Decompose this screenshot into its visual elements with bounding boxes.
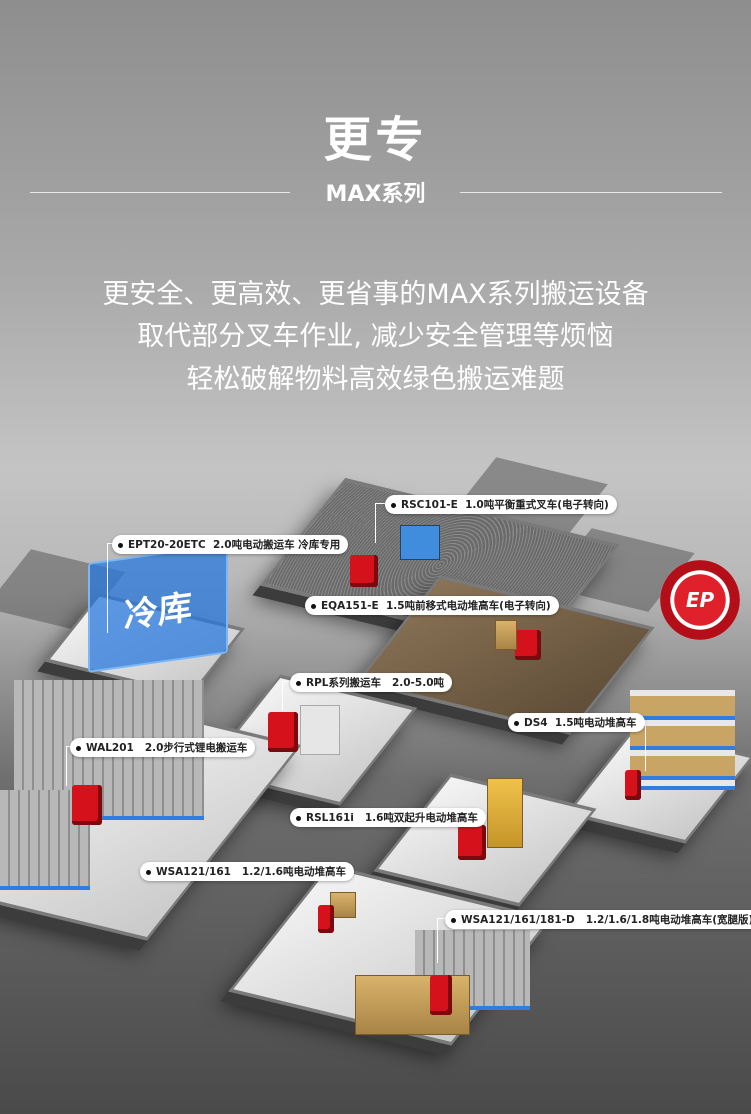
- label-ept20-20etc: EPT20-20ETC 2.0吨电动搬运车 冷库专用: [112, 535, 349, 554]
- leader-line: [375, 503, 385, 543]
- divider-left: [30, 192, 290, 193]
- label-model: WAL201: [86, 742, 134, 754]
- cargo: [355, 975, 470, 1035]
- label-rsl161i: RSL161i 1.6吨双起升电动堆高车: [290, 808, 486, 827]
- label-desc: 1.0吨平衡重式叉车(电子转向): [465, 499, 609, 511]
- label-model: RSL161i: [306, 812, 354, 824]
- label-model: RPL系列搬运车: [306, 677, 381, 689]
- series-subtitle: MAX系列: [325, 182, 426, 207]
- divider-right: [460, 192, 722, 193]
- leader-line: [282, 681, 290, 711]
- stacker-rsl161i: [458, 825, 486, 860]
- leader-line: [66, 746, 72, 786]
- stacker-wsa-d: [430, 975, 452, 1015]
- ep-logo: EP: [660, 560, 740, 640]
- intro-line-1: 更安全、更高效、更省事的MAX系列搬运设备: [102, 279, 649, 310]
- page-title: 更专: [323, 112, 428, 168]
- truck-rpl: [268, 712, 298, 752]
- cargo: [495, 620, 517, 650]
- label-model: WSA121/161/181-D: [461, 914, 575, 926]
- label-model: DS4: [524, 717, 548, 729]
- label-wsa121-161: WSA121/161 1.2/1.6吨电动堆高车: [140, 862, 354, 881]
- label-desc: 1.6吨双起升电动堆高车: [364, 812, 478, 824]
- label-desc: 2.0吨电动搬运车 冷库专用: [212, 539, 341, 551]
- label-ds4: DS4 1.5吨电动堆高车: [508, 713, 645, 732]
- rack: [630, 690, 735, 790]
- forklift-eqa151: [515, 630, 541, 660]
- intro-line-2: 取代部分叉车作业, 减少安全管理等烦恼: [137, 321, 614, 352]
- label-desc: 1.2/1.6/1.8吨电动堆高车(宽腿版): [585, 914, 751, 926]
- label-wal201: WAL201 2.0步行式锂电搬运车: [70, 738, 256, 757]
- label-desc: 2.0步行式锂电搬运车: [144, 742, 248, 754]
- cargo: [300, 705, 340, 755]
- label-desc: 2.0-5.0吨: [391, 677, 445, 689]
- label-model: RSC101-E: [401, 499, 458, 511]
- forklift-rsc101: [350, 555, 378, 587]
- label-model: EPT20-20ETC: [128, 539, 206, 551]
- leader-line: [107, 543, 115, 633]
- intro-line-3: 轻松破解物料高效绿色搬运难题: [186, 364, 565, 395]
- label-desc: 1.5吨电动堆高车: [554, 717, 637, 729]
- cargo: [400, 525, 440, 560]
- truck-wal201: [72, 785, 102, 825]
- label-model: EQA151-E: [321, 600, 379, 612]
- stacker-ds4: [625, 770, 641, 800]
- leader-line: [645, 721, 646, 771]
- label-model: WSA121/161: [156, 866, 231, 878]
- stacker-wsa121: [318, 905, 334, 933]
- label-rsc101-e: RSC101-E 1.0吨平衡重式叉车(电子转向): [385, 495, 617, 514]
- cargo: [487, 778, 523, 848]
- label-desc: 1.2/1.6吨电动堆高车: [241, 866, 346, 878]
- label-wsa121-161-181-d: WSA121/161/181-D 1.2/1.6/1.8吨电动堆高车(宽腿版): [445, 910, 751, 929]
- label-rpl: RPL系列搬运车 2.0-5.0吨: [290, 673, 453, 692]
- leader-line: [437, 918, 445, 963]
- label-eqa151-e: EQA151-E 1.5吨前移式电动堆高车(电子转向): [305, 596, 559, 615]
- label-desc: 1.5吨前移式电动堆高车(电子转向): [386, 600, 551, 612]
